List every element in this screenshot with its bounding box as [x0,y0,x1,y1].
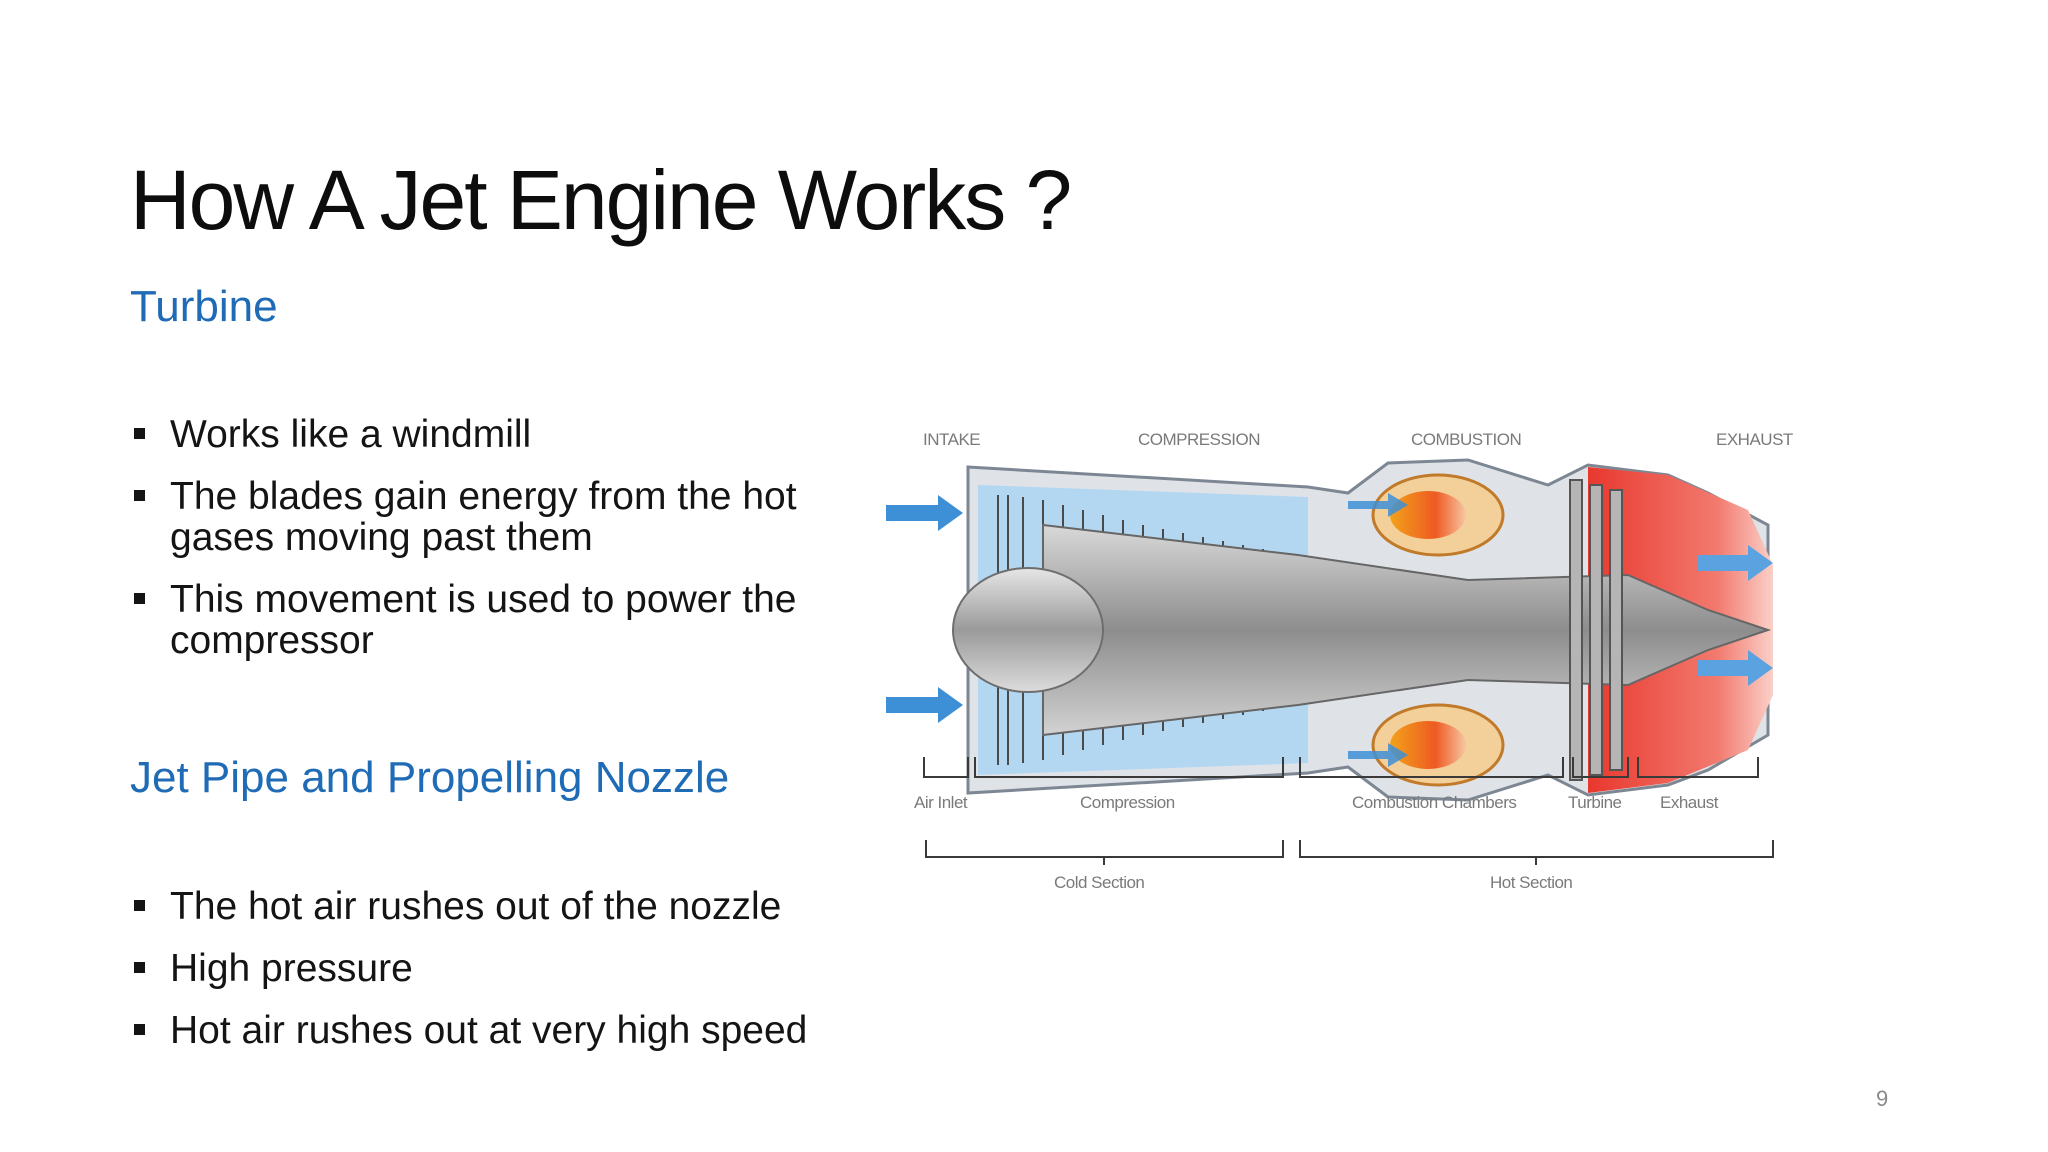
bullet-text: The hot air rushes out of the nozzle [170,885,782,928]
bullet-text: The blades gain energy from the hot gase… [170,475,797,559]
air-inflow-arrows [886,495,963,723]
label-combustion-chambers: Combustion Chambers [1352,793,1516,812]
bullet-square-icon [134,900,145,911]
label-compression-stage: Compression [1080,793,1175,812]
bullet-square-icon [134,962,145,973]
combustion-chambers [1371,473,1505,787]
bullet-text: Hot air rushes out at very high speed [170,1009,808,1052]
inner-flow-arrows [1348,493,1408,767]
section-brackets [925,840,1774,865]
list-item: Works like a windmill [130,414,830,455]
section-heading-nozzle: Jet Pipe and Propelling Nozzle [130,753,730,802]
label-compression: COMPRESSION [1138,430,1260,449]
list-item: High pressure [130,948,830,989]
bullet-text: Works like a windmill [170,413,532,456]
list-item: The blades gain energy from the hot gase… [130,476,830,558]
bullet-square-icon [134,1024,145,1035]
list-item: Hot air rushes out at very high speed [130,1010,830,1051]
list-item: The hot air rushes out of the nozzle [130,886,830,927]
exhaust-outflow-arrows [1698,545,1773,686]
label-combustion: COMBUSTION [1411,430,1521,449]
jet-engine-diagram: INTAKE COMPRESSION COMBUSTION EXHAUST [886,430,1793,892]
bullet-square-icon [134,490,145,501]
bullet-text: This movement is used to power the compr… [170,578,797,662]
label-cold-section: Cold Section [1054,873,1144,892]
label-exhaust: EXHAUST [1716,430,1793,449]
list-item: This movement is used to power the compr… [130,579,830,661]
nozzle-bullet-list: The hot air rushes out of the nozzle Hig… [130,886,830,1072]
bullet-square-icon [134,428,145,439]
turbine-bullet-list: Works like a windmill The blades gain en… [130,414,830,682]
intake-nose-cone [952,567,1104,693]
section-heading-turbine: Turbine [130,282,278,331]
engine-core-shaft [1042,523,1772,737]
label-intake: INTAKE [923,430,980,449]
label-hot-section: Hot Section [1490,873,1572,892]
stage-brackets [923,757,1759,778]
bullet-square-icon [134,593,145,604]
label-air-inlet: Air Inlet [914,793,968,812]
turbine-discs [1569,479,1623,781]
page-number: 9 [1876,1086,1889,1111]
label-exhaust-stage: Exhaust [1660,793,1719,812]
slide-title: How A Jet Engine Works ? [130,153,1072,247]
label-turbine-stage: Turbine [1568,793,1622,812]
bullet-text: High pressure [170,947,413,990]
